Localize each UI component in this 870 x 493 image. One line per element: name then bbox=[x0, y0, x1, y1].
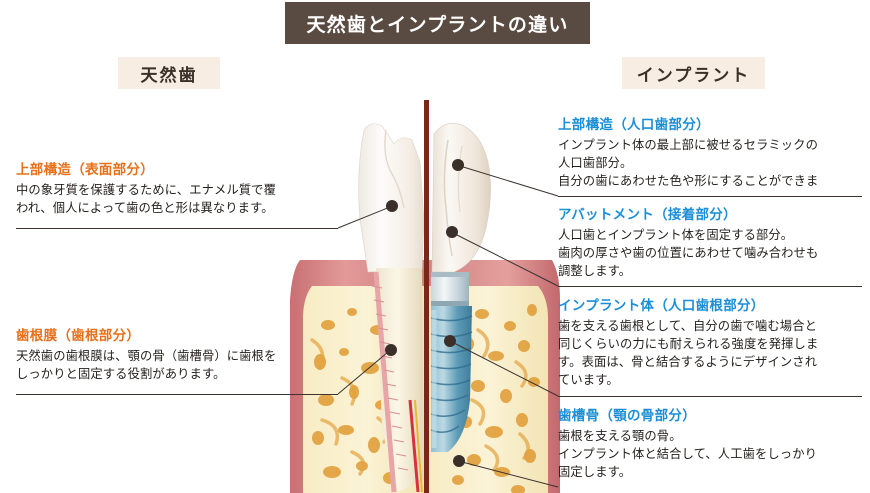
underline-left-0 bbox=[16, 228, 338, 229]
block-body: 歯根を支える顎の骨。 インプラント体と結合して、人工歯をしっかり 固定します。 bbox=[558, 428, 817, 479]
block-heading: 歯根膜（歯根部分） bbox=[16, 328, 141, 343]
block-body: インプラント体の最上部に被せるセラミックの 人口歯部分。 自分の歯にあわせた色や… bbox=[558, 137, 819, 188]
underline-right-0 bbox=[558, 196, 862, 197]
block-body: 中の象牙質を保護するために、エナメル質で覆 われ、個人によって歯の色と形は異なり… bbox=[16, 182, 276, 215]
underline-right-2 bbox=[558, 396, 862, 397]
page-title: 天然歯とインプラントの違い bbox=[306, 14, 569, 36]
block-heading: インプラント体（人口歯根部分） bbox=[558, 298, 765, 313]
page-title-bar: 天然歯とインプラントの違い bbox=[285, 2, 590, 44]
tooth-implant-illustration bbox=[290, 100, 560, 493]
block-body: 歯を支える歯根として、自分の歯で噛む場合と 同じくらいの力にも耐えられる強度を発… bbox=[558, 318, 819, 388]
section-label-natural-tooth: 天然歯 bbox=[118, 57, 220, 89]
text-block-right-3: 歯槽骨（顎の骨部分） 歯根を支える顎の骨。 インプラント体と結合して、人工歯をし… bbox=[558, 406, 870, 481]
section-label-implant: インプラント bbox=[622, 57, 765, 89]
block-heading: 上部構造（人口歯部分） bbox=[558, 117, 710, 132]
block-heading: 歯槽骨（顎の骨部分） bbox=[558, 408, 696, 423]
text-block-right-1: アバットメント（接着部分） 人口歯とインプラント体を固定する部分。 歯肉の厚さや… bbox=[558, 205, 870, 280]
block-body: 人口歯とインプラント体を固定する部分。 歯肉の厚さや歯の位置にあわせて噛み合わせ… bbox=[558, 227, 819, 278]
center-divider bbox=[424, 100, 429, 493]
block-body: 天然歯の歯根膜は、顎の骨（歯槽骨）に歯根を しっかりと固定する役割があります。 bbox=[16, 348, 277, 381]
text-block-left-1: 歯根膜（歯根部分） 天然歯の歯根膜は、顎の骨（歯槽骨）に歯根を しっかりと固定す… bbox=[16, 326, 338, 383]
underline-left-1 bbox=[16, 394, 338, 395]
implant-group bbox=[428, 123, 560, 493]
underline-right-1 bbox=[558, 286, 862, 287]
text-block-right-2: インプラント体（人口歯根部分） 歯を支える歯根として、自分の歯で噛む場合と 同じ… bbox=[558, 296, 870, 389]
text-block-left-0: 上部構造（表面部分） 中の象牙質を保護するために、エナメル質で覆 われ、個人によ… bbox=[16, 160, 338, 217]
natural-tooth-group bbox=[290, 123, 426, 493]
text-block-right-0: 上部構造（人口歯部分） インプラント体の最上部に被せるセラミックの 人口歯部分。… bbox=[558, 115, 870, 190]
block-heading: アバットメント（接着部分） bbox=[558, 207, 737, 222]
block-heading: 上部構造（表面部分） bbox=[16, 162, 154, 177]
